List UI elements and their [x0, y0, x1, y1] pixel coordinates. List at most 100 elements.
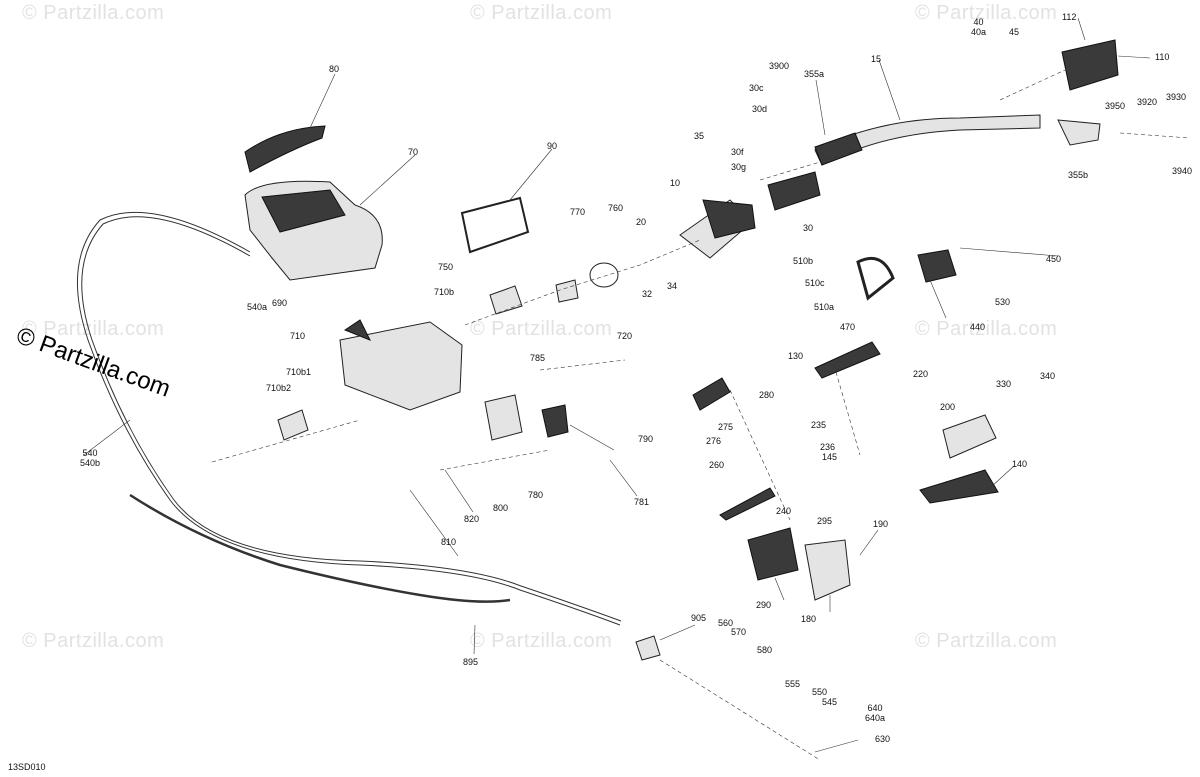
- part-710b2-sleeve: [277, 409, 309, 441]
- part-label: 820: [464, 514, 480, 524]
- part-label: 560: [718, 618, 734, 628]
- part-label: 276: [706, 436, 722, 446]
- part-label: 690: [272, 298, 288, 308]
- part-label: 530: [995, 297, 1011, 307]
- part-label: 450: [1046, 254, 1062, 264]
- part-label: 750: [438, 262, 454, 272]
- part-label: 540 540b: [80, 448, 101, 468]
- part-label: 760: [608, 203, 624, 213]
- part-label: 3940: [1172, 166, 1193, 176]
- part-label: 30f: [731, 147, 744, 157]
- part-label: 580: [757, 645, 773, 655]
- part-label: 710: [290, 331, 306, 341]
- part-label: 34: [667, 281, 678, 291]
- part-label: 295: [817, 516, 833, 526]
- part-label: 570: [731, 627, 747, 637]
- part-label: 80: [329, 64, 340, 74]
- diagram-code: 13SD010: [8, 762, 46, 772]
- part-790-switch: [541, 404, 569, 438]
- part-label: 810: [441, 537, 457, 547]
- part-label: 20: [636, 217, 647, 227]
- part-label: 30c: [749, 83, 764, 93]
- part-110-endcap: [1061, 39, 1119, 91]
- part-label: 30d: [752, 104, 768, 114]
- part-label: 355a: [804, 69, 825, 79]
- part-895-hose: [129, 493, 511, 603]
- part-label: 905: [691, 613, 707, 623]
- part-label: 785: [530, 353, 546, 363]
- part-label: 720: [617, 331, 633, 341]
- part-label: 3950: [1105, 101, 1126, 111]
- part-label: 510b: [793, 256, 814, 266]
- part-label: 630: [875, 734, 891, 744]
- part-label: 800: [493, 503, 509, 513]
- part-label: 110: [1155, 52, 1170, 62]
- part-label: 770: [570, 207, 586, 217]
- part-label: 112: [1062, 12, 1077, 22]
- part-label: 40 40a: [971, 17, 987, 37]
- part-330-housing: [942, 414, 997, 459]
- part-label: 240: [776, 506, 792, 516]
- part-label: 30: [803, 223, 814, 233]
- part-780-bracket: [484, 394, 523, 441]
- part-label: 895: [463, 657, 479, 667]
- part-label: 145: [822, 452, 838, 462]
- watermark: © Partzilla.com: [22, 318, 165, 340]
- part-label: 35: [694, 131, 705, 141]
- part-label: 3900: [769, 61, 790, 71]
- part-label: 780: [528, 490, 544, 500]
- part-label: 790: [638, 434, 654, 444]
- part-290-housing: [747, 527, 799, 581]
- part-440-housing: [917, 249, 957, 283]
- part-label: 15: [871, 54, 882, 64]
- watermark: © Partzilla.com: [22, 630, 165, 652]
- part-label: 710b2: [266, 383, 292, 393]
- part-label: 275: [718, 422, 734, 432]
- part-label: 280: [759, 390, 775, 400]
- part-720-clip: [555, 279, 579, 303]
- part-label: 236: [820, 442, 836, 452]
- watermark: © Partzilla.com: [915, 630, 1058, 652]
- part-label: 470: [840, 322, 856, 332]
- part-label: 130: [788, 351, 804, 361]
- part-label: 440: [970, 322, 986, 332]
- part-label: 32: [642, 289, 653, 299]
- watermark: © Partzilla.com: [915, 318, 1058, 340]
- part-label: 3920: [1137, 97, 1158, 107]
- watermark: © Partzilla.com: [22, 2, 165, 24]
- part-540-cable: [76, 211, 621, 626]
- part-label: 190: [873, 519, 889, 529]
- part-label: 140: [1012, 459, 1028, 469]
- part-280-bracket: [692, 377, 731, 411]
- part-label: 3930: [1166, 92, 1187, 102]
- part-130-lever: [814, 341, 881, 379]
- part-label: 545: [822, 697, 838, 707]
- part-label: 710b1: [286, 367, 312, 377]
- part-label: 510a: [814, 302, 835, 312]
- part-label: 200: [940, 402, 956, 412]
- part-label: 510c: [805, 278, 825, 288]
- part-label: 260: [709, 460, 725, 470]
- watermark: © Partzilla.com: [470, 318, 613, 340]
- part-510-clamp: [856, 257, 895, 301]
- part-label: 70: [408, 147, 419, 157]
- part-30-switch: [767, 171, 821, 211]
- part-label: 710b: [434, 287, 455, 297]
- part-label: 290: [756, 600, 772, 610]
- part-label: 45: [1009, 27, 1020, 37]
- watermark: © Partzilla.com: [470, 630, 613, 652]
- part-label: 340: [1040, 371, 1056, 381]
- part-label: 540a: [247, 302, 268, 312]
- part-710-housing: [339, 321, 463, 411]
- part-label: 550: [812, 687, 828, 697]
- part-label: 180: [801, 614, 817, 624]
- part-140-housing: [919, 469, 999, 504]
- watermark: © Partzilla.com: [915, 2, 1058, 24]
- part-20-ring: [589, 262, 619, 288]
- part-355a-grip: [814, 132, 863, 166]
- part-label: 330: [996, 379, 1012, 389]
- part-905-adapter: [635, 635, 661, 661]
- part-label: 90: [547, 141, 558, 151]
- part-label: 781: [634, 497, 650, 507]
